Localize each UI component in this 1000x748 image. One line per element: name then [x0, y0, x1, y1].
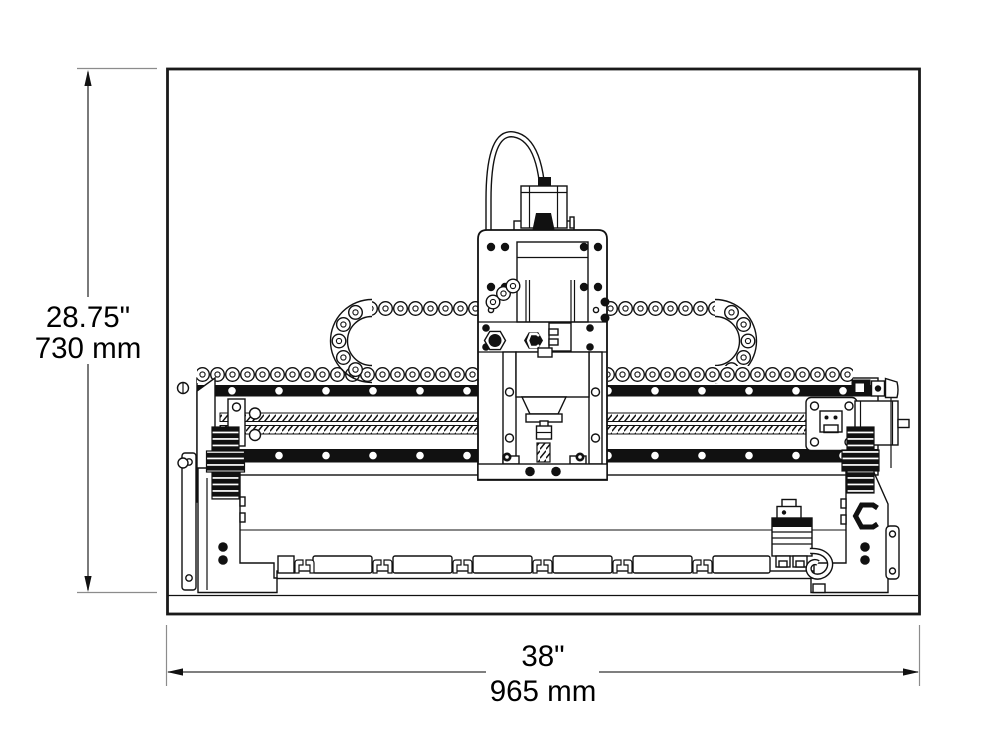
- gantry-right-end: [851, 377, 899, 468]
- bed-slat: [472, 555, 533, 574]
- right-side-plate: [885, 525, 900, 580]
- right-leg: [810, 467, 900, 594]
- bed-slat: [632, 555, 693, 574]
- carriage-logo-icon: [524, 332, 543, 349]
- bed-slat: [712, 555, 771, 574]
- right-arrow-icon: [903, 668, 919, 676]
- lead-screw: [536, 442, 551, 463]
- machine-front-view: [168, 131, 918, 597]
- cable-plug: [532, 213, 555, 232]
- left-pulley-stack: [205, 426, 246, 500]
- height-metric-label: 730 mm: [35, 332, 142, 365]
- bed-slat: [312, 555, 373, 574]
- z-slide: [502, 347, 603, 465]
- left-arrow-icon: [167, 668, 183, 676]
- table-bed: [276, 555, 846, 580]
- left-side-plate: [181, 452, 197, 591]
- bed-slat: [392, 555, 453, 574]
- carriage-bottom-bar: [477, 463, 608, 481]
- width-dimension: 38" 965 mm: [165, 625, 921, 708]
- width-metric-label: 965 mm: [490, 675, 597, 708]
- height-imperial-label: 28.75": [46, 301, 130, 334]
- gantry-left-end: [176, 376, 216, 591]
- leg-logo-icon: [852, 502, 879, 530]
- limit-switch-assembly: [771, 498, 834, 594]
- bed-slat: [552, 555, 613, 574]
- motor-shaft: [897, 418, 910, 429]
- drag-chain-right: [608, 298, 853, 384]
- drag-chain-left: [197, 298, 490, 384]
- height-dimension: 28.75" 730 mm: [35, 67, 157, 594]
- up-arrow-icon: [84, 70, 92, 86]
- down-arrow-icon: [84, 576, 92, 592]
- z-carriage: [477, 131, 610, 481]
- right-pulley-stack: [841, 426, 880, 494]
- right-end-cap: [884, 377, 899, 399]
- width-imperial-label: 38": [521, 640, 564, 673]
